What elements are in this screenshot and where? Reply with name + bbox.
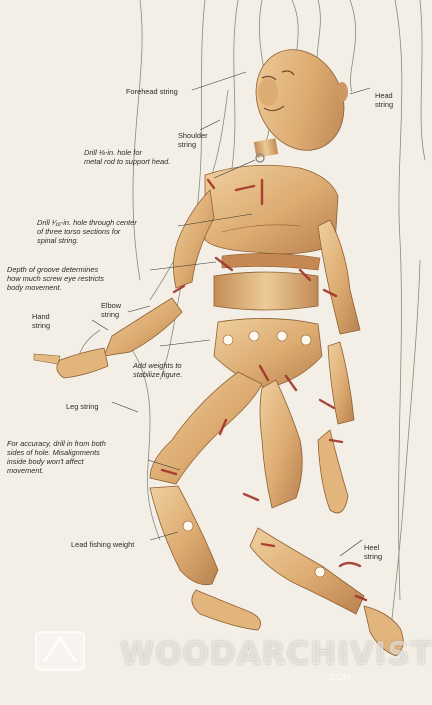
label-hand-string: Hand string: [32, 312, 51, 330]
torso-chest: [204, 164, 339, 255]
puppet-head: [253, 49, 348, 163]
label-shoulder-string: Shoulder string: [178, 131, 208, 149]
label-drill-torso: Drill ¹⁄₁₆-in. hole through center of th…: [37, 218, 137, 245]
joint-strings: [160, 178, 368, 602]
torso-middle: [213, 253, 321, 311]
label-head-string: Head string: [375, 91, 394, 109]
label-elbow-string: Elbow string: [101, 301, 122, 319]
watermark-suffix: .COM: [327, 672, 351, 682]
puppet-right-arm: [317, 219, 361, 514]
label-drill-metal-rod: Drill ⅛-in. hole for metal rod to suppor…: [84, 148, 171, 166]
label-depth-groove: Depth of groove determines how much scre…: [7, 265, 104, 292]
label-accuracy-note: For accuracy, drill in from both sides o…: [7, 439, 106, 475]
label-leg-string: Leg string: [66, 402, 99, 411]
watermark: WOODARCHIVIST: [30, 624, 432, 676]
label-forehead-string: Forehead string: [126, 87, 178, 96]
watermark-logo-icon: [35, 631, 85, 671]
label-add-weights: Add weights to stabilize figure.: [133, 361, 183, 379]
puppet-left-leg: [149, 371, 263, 631]
label-heel-string: Heel string: [364, 543, 383, 561]
control-strings: [77, 0, 426, 641]
label-lead-weight: Lead fishing weight: [71, 540, 135, 549]
leader-lines: [91, 71, 371, 557]
puppet-left-arm: [33, 189, 215, 379]
watermark-text: WOODARCHIVIST: [120, 636, 432, 672]
puppet-right-leg: [249, 379, 404, 657]
